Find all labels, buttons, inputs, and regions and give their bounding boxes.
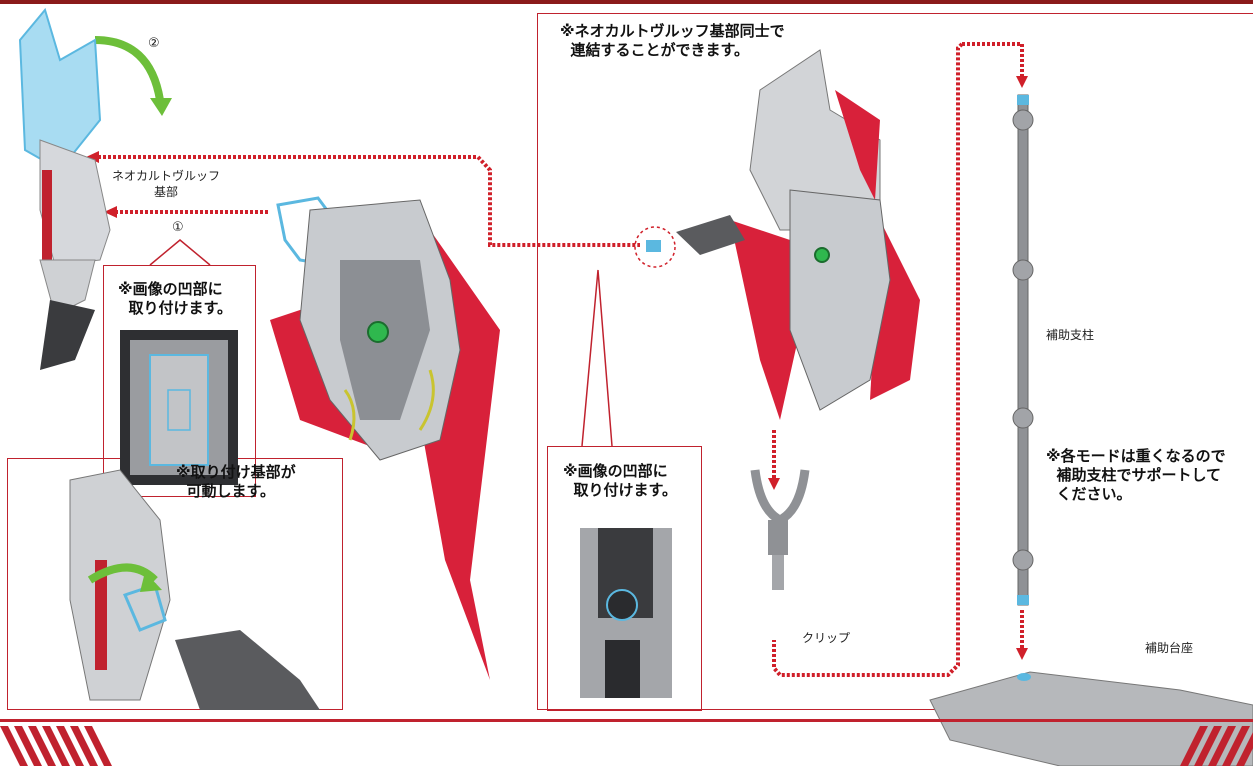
recess-callout-box-2	[547, 446, 702, 711]
recess-note-2: ※画像の凹部に 取り付けます。	[563, 462, 677, 499]
support-note: ※各モードは重くなるので 補助支柱でサポートして ください。	[1046, 447, 1226, 503]
left-stripe-decoration	[0, 726, 112, 766]
step-1-marker: ①	[172, 220, 184, 235]
top-border	[0, 0, 1253, 4]
base-part-label: ネオカルトヴルッフ 基部	[111, 169, 220, 199]
right-stripe-decoration	[1180, 726, 1253, 766]
step-2-marker: ②	[148, 36, 160, 51]
connection-panel-box	[537, 13, 1253, 710]
clip-label: クリップ	[802, 631, 851, 645]
recess-note-1: ※画像の凹部に 取り付けます。	[118, 280, 232, 317]
support-base-label: 補助台座	[1145, 641, 1194, 655]
recess-callout-box-1	[103, 265, 256, 497]
movable-note: ※取り付け基部が 可動します。	[176, 463, 296, 500]
support-pillar-label: 補助支柱	[1046, 328, 1095, 342]
bottom-rule	[0, 719, 1253, 722]
connect-note: ※ネオカルトヴルッフ基部同士で 連結することができます。	[560, 22, 785, 59]
